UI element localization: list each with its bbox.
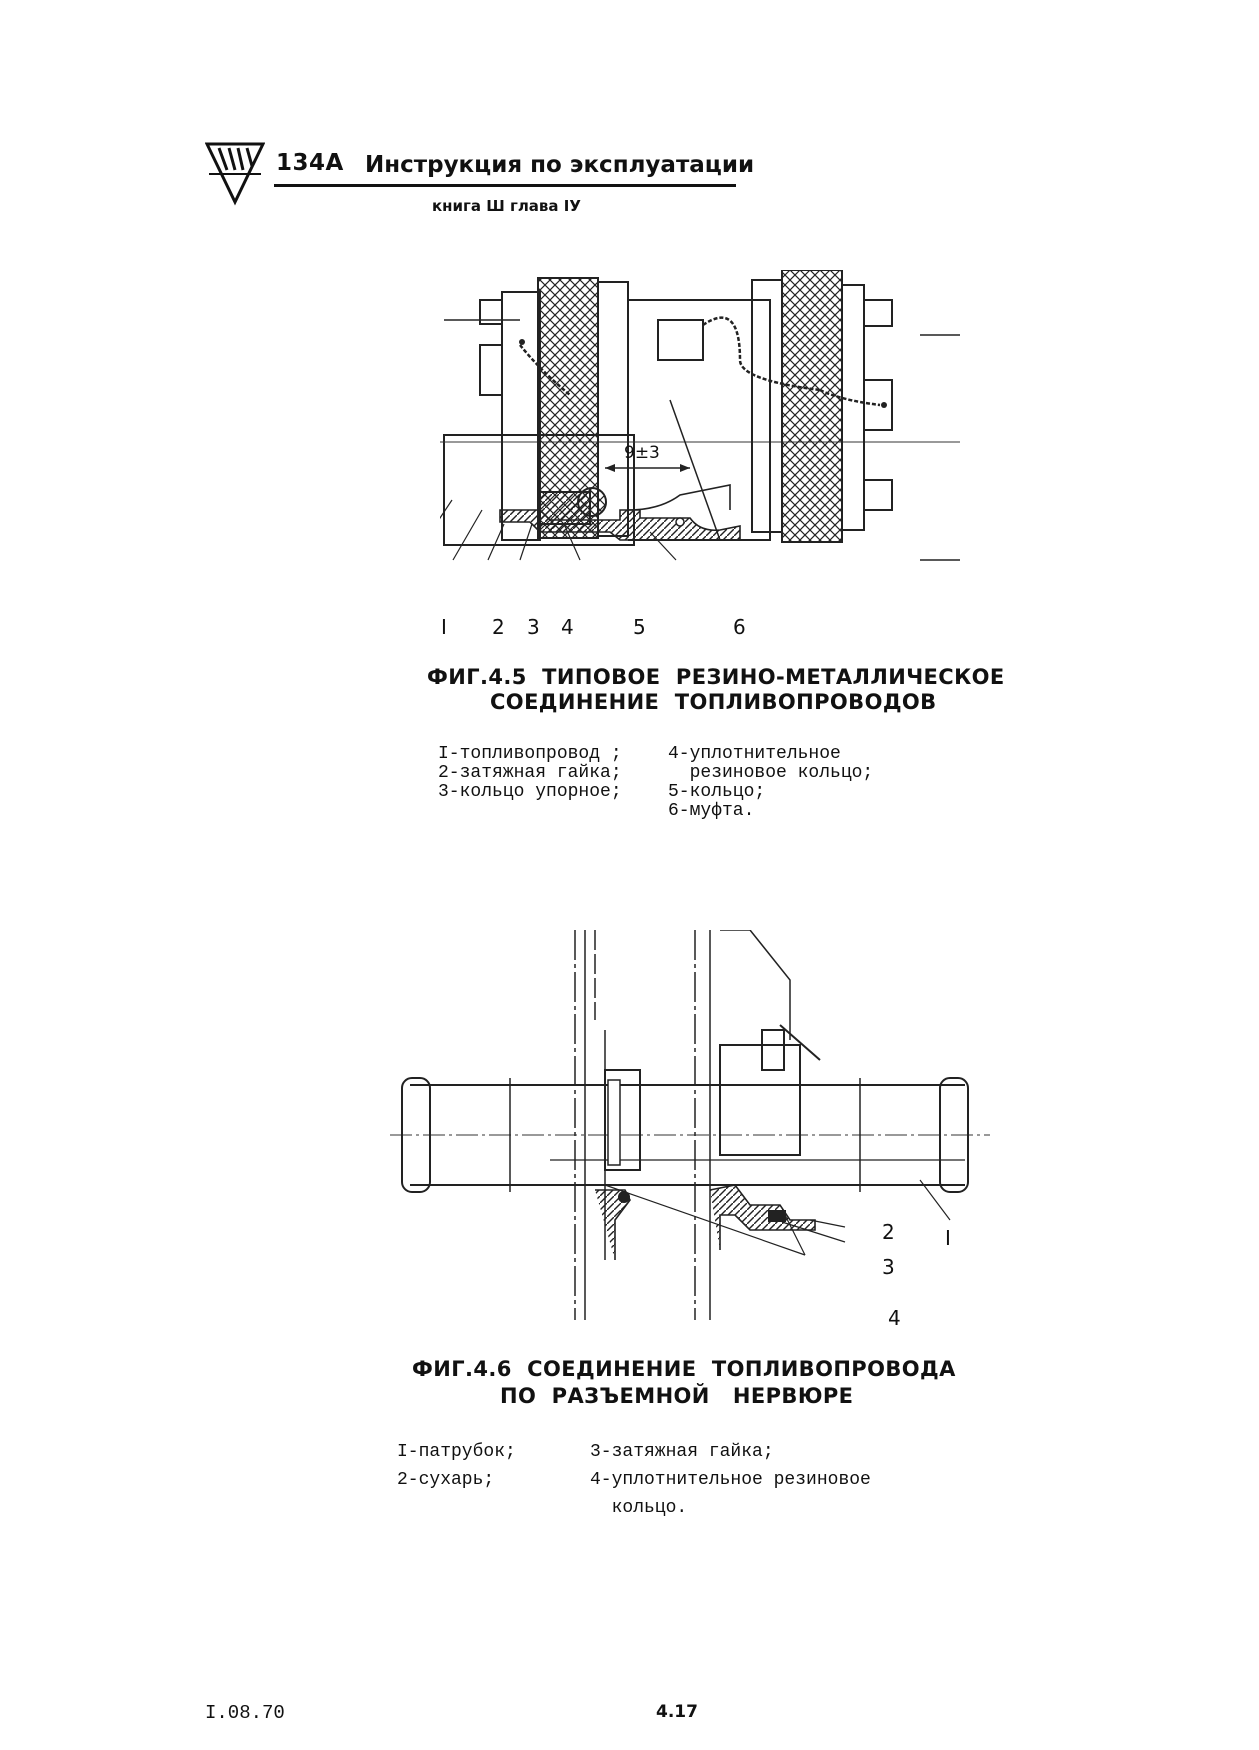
figure-4-5-legend-left: I-топливопровод ; 2-затяжная гайка; 3-ко… [438, 744, 622, 802]
figure-4-6-caption-line2: ПО РАЗЪЕМНОЙ НЕРВЮРЕ [500, 1384, 854, 1408]
figure-4-6-caption-line1: ФИГ.4.6 СОЕДИНЕНИЕ ТОПЛИВОПРОВОДА [412, 1357, 956, 1381]
document-code: 134А [276, 150, 344, 176]
footer-date: I.08.70 [205, 1702, 285, 1724]
figure-4-6-legend-left: I-патрубок; 2-сухарь; [397, 1442, 516, 1490]
fig46-callout-4: 4 [888, 1306, 901, 1330]
fig45-callout-3: 3 [527, 615, 540, 639]
figure-4-5-caption-line2: СОЕДИНЕНИЕ ТОПЛИВОПРОВОДОВ [490, 690, 937, 714]
dimension-label: 9±3 [624, 443, 660, 463]
document-subtitle: книга Ш глава IУ [432, 197, 581, 215]
document-title: Инструкция по эксплуатации [365, 152, 755, 178]
figure-4-5-legend-right: 4-уплотнительное резиновое кольцо; 5-кол… [668, 744, 874, 821]
figure-4-6-legend-right: 3-затяжная гайка; 4-уплотнительное резин… [590, 1442, 871, 1518]
figure-4-6-drawing [390, 930, 990, 1320]
fig46-callout-1: I [945, 1226, 951, 1250]
header-logo [205, 142, 265, 206]
fig45-callout-4: 4 [561, 615, 574, 639]
figure-4-5-drawing: 9±3 [440, 270, 960, 561]
fig46-callout-3: 3 [882, 1255, 895, 1279]
figure-4-5-caption-line1: ФИГ.4.5 ТИПОВОЕ РЕЗИНО-МЕТАЛЛИЧЕСКОЕ [427, 665, 1005, 689]
fig46-callout-2: 2 [882, 1220, 895, 1244]
fig45-callout-2: 2 [492, 615, 505, 639]
fig45-callout-1: I [441, 615, 447, 639]
fig45-callout-6: 6 [733, 615, 746, 639]
header-rule [274, 184, 736, 187]
page-number: 4.17 [656, 1702, 698, 1722]
fig45-callout-5: 5 [633, 615, 646, 639]
